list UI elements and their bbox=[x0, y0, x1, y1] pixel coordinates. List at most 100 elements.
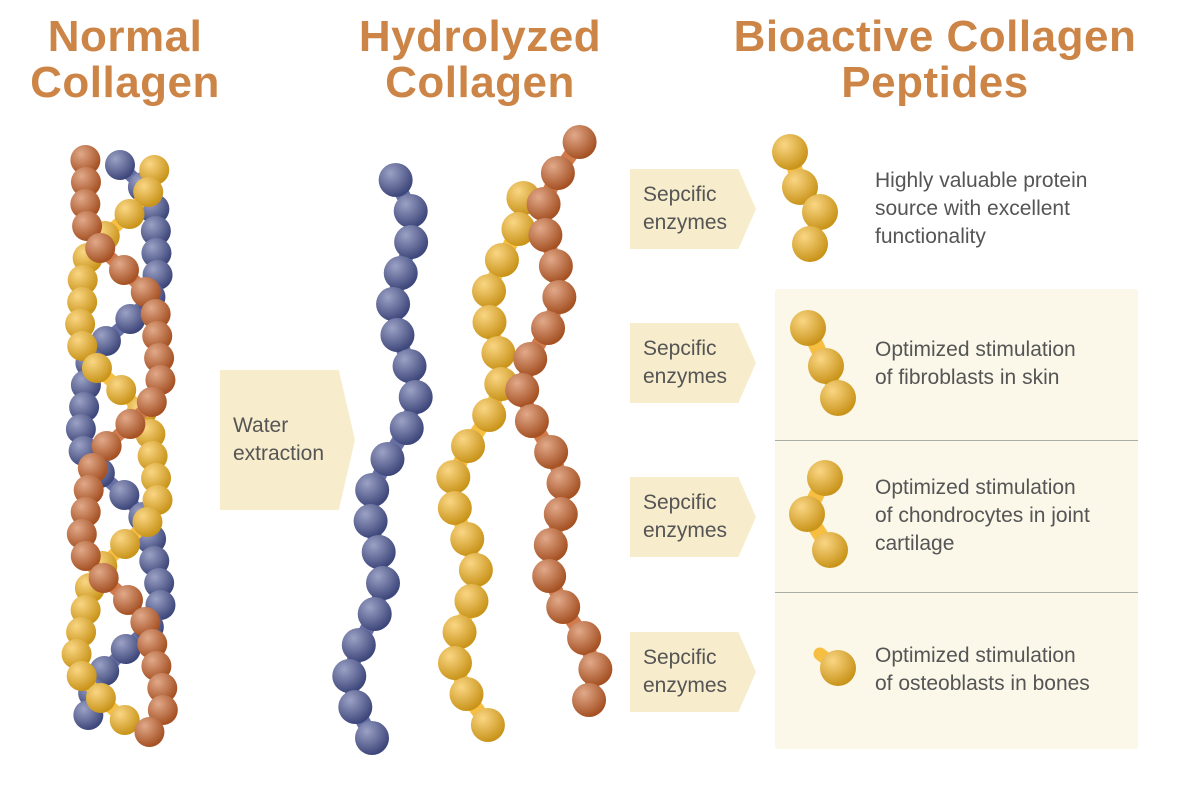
bead bbox=[81, 353, 112, 383]
bead bbox=[534, 435, 569, 469]
panel-divider bbox=[775, 440, 1138, 441]
bead bbox=[450, 522, 485, 556]
bead bbox=[140, 216, 171, 246]
bead bbox=[572, 683, 607, 717]
bead bbox=[383, 256, 418, 290]
specific-enzymes-arrow: Sepcific enzymes bbox=[630, 323, 756, 403]
bead bbox=[115, 409, 146, 439]
bead bbox=[389, 411, 424, 445]
bead bbox=[69, 392, 100, 422]
bead bbox=[437, 646, 472, 680]
description-line: Highly valuable protein bbox=[875, 169, 1088, 192]
bead bbox=[134, 717, 165, 747]
bead bbox=[67, 265, 98, 295]
bead bbox=[538, 249, 573, 283]
bead bbox=[354, 721, 389, 755]
specific-enzymes-arrow: Sepcific enzymes bbox=[630, 169, 756, 249]
title-line: Peptides bbox=[841, 58, 1029, 107]
bead bbox=[147, 673, 178, 703]
description-line: functionality bbox=[875, 225, 986, 248]
bead bbox=[378, 163, 413, 197]
bead bbox=[114, 199, 145, 229]
description-line: Optimized stimulation bbox=[875, 338, 1076, 361]
bead bbox=[137, 441, 168, 471]
title-hydrolyzed-collagen: Hydrolyzed Collagen bbox=[320, 14, 640, 106]
bead bbox=[376, 287, 411, 321]
arrow-label-line: enzymes bbox=[643, 674, 728, 697]
description-line: source with excellent bbox=[875, 197, 1070, 220]
description-line: of osteoblasts in bones bbox=[875, 672, 1090, 695]
title-line: Hydrolyzed bbox=[358, 12, 602, 61]
bead bbox=[514, 404, 549, 438]
title-line: Collagen bbox=[30, 58, 220, 107]
bead bbox=[543, 497, 578, 531]
arrow-label-line: enzymes bbox=[643, 365, 728, 388]
bead bbox=[546, 590, 581, 624]
bead bbox=[109, 480, 140, 510]
bead bbox=[472, 274, 507, 308]
bead bbox=[436, 460, 471, 494]
bead bbox=[70, 145, 101, 175]
arrow-label-line: enzymes bbox=[643, 211, 728, 234]
bead bbox=[70, 167, 101, 197]
description-line: of fibroblasts in skin bbox=[875, 366, 1060, 389]
arrow-label-line: Water bbox=[233, 414, 289, 437]
arrow-label-line: Sepcific bbox=[643, 491, 717, 514]
bead bbox=[501, 212, 536, 246]
bead bbox=[72, 211, 103, 241]
description-line: of chondrocytes in joint bbox=[875, 504, 1090, 527]
bead bbox=[533, 528, 568, 562]
bead bbox=[133, 177, 164, 207]
arrow-label-line: Sepcific bbox=[643, 337, 717, 360]
peptide-description: Optimized stimulation of chondrocytes in… bbox=[875, 474, 1145, 558]
bead bbox=[338, 690, 373, 724]
bead bbox=[357, 597, 392, 631]
bead bbox=[67, 287, 98, 317]
title-bioactive-collagen-peptides: Bioactive Collagen Peptides bbox=[690, 14, 1180, 106]
bead bbox=[361, 535, 396, 569]
bead bbox=[472, 305, 507, 339]
hydrolyzed-strand-orange bbox=[505, 125, 613, 717]
bead bbox=[526, 187, 561, 221]
bead bbox=[65, 309, 96, 339]
bead bbox=[546, 466, 581, 500]
bead bbox=[353, 504, 388, 538]
bead bbox=[115, 304, 146, 334]
title-normal-collagen: Normal Collagen bbox=[0, 14, 250, 106]
bead bbox=[484, 243, 519, 277]
arrow-label-line: Sepcific bbox=[643, 183, 717, 206]
bead bbox=[540, 156, 575, 190]
bead bbox=[85, 233, 116, 263]
bead bbox=[147, 695, 178, 725]
peptide-description: Optimized stimulation of fibroblasts in … bbox=[875, 336, 1145, 392]
bead bbox=[451, 429, 486, 463]
arrow-label-line: enzymes bbox=[643, 519, 728, 542]
bead bbox=[398, 380, 433, 414]
bead bbox=[437, 491, 472, 525]
bead bbox=[110, 529, 141, 559]
bead bbox=[449, 677, 484, 711]
bead bbox=[442, 615, 477, 649]
specific-enzymes-arrow: Sepcific enzymes bbox=[630, 477, 756, 557]
bead bbox=[578, 652, 613, 686]
arrow-label-line: extraction bbox=[233, 442, 325, 465]
bead bbox=[109, 705, 140, 735]
description-line: cartilage bbox=[875, 532, 955, 555]
bead bbox=[90, 326, 121, 356]
bead bbox=[112, 585, 143, 615]
bead bbox=[355, 473, 390, 507]
bead bbox=[380, 318, 415, 352]
bead bbox=[105, 150, 135, 180]
bead bbox=[332, 659, 367, 693]
peptide-description: Optimized stimulation of osteoblasts in … bbox=[875, 642, 1145, 698]
bead bbox=[505, 373, 540, 407]
bead bbox=[542, 280, 577, 314]
bead bbox=[144, 568, 175, 598]
peptide-description: Highly valuable protein source with exce… bbox=[875, 167, 1145, 251]
title-line: Collagen bbox=[385, 58, 575, 107]
description-line: Optimized stimulation bbox=[875, 644, 1076, 667]
bead bbox=[365, 566, 400, 600]
bead bbox=[458, 553, 493, 587]
bead bbox=[65, 414, 96, 444]
